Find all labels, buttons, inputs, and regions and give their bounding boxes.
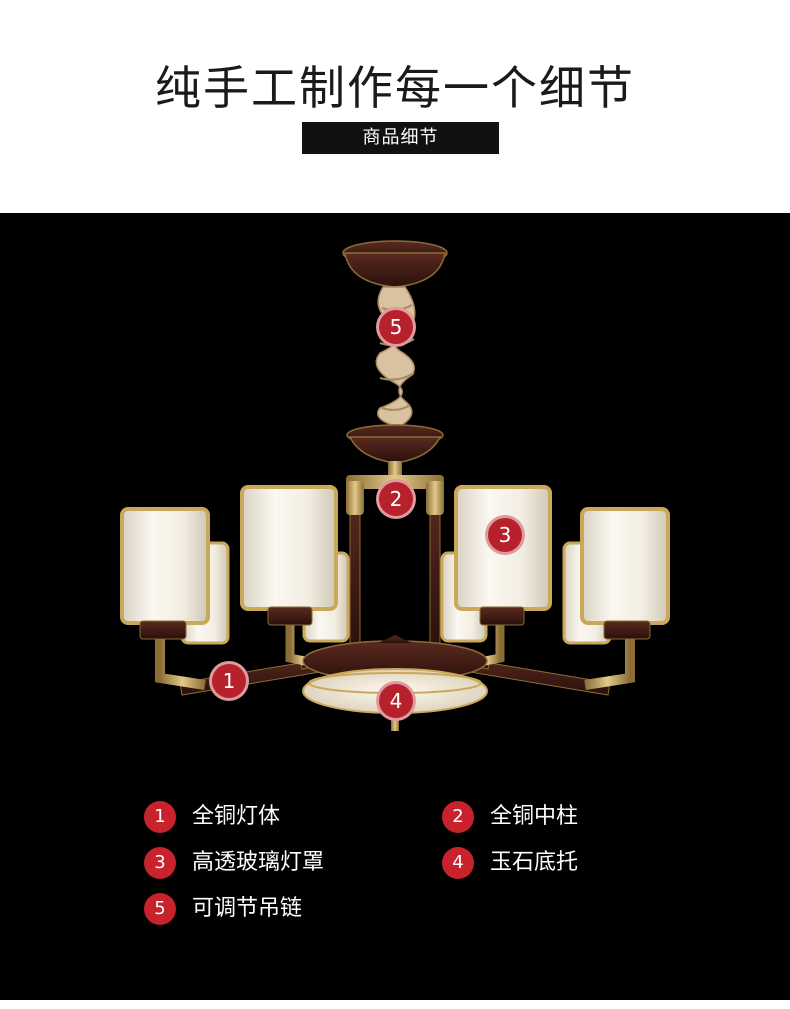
chandelier-illustration xyxy=(120,240,670,731)
legend-label: 高透玻璃灯罩 xyxy=(192,850,325,875)
legend-number: 4 xyxy=(442,847,474,879)
legend-item-1: 1 全铜灯体 xyxy=(144,801,344,833)
legend-number: 5 xyxy=(144,893,176,925)
legend-label: 全铜灯体 xyxy=(192,804,281,829)
detail-marker-2[interactable]: 2 xyxy=(376,479,416,519)
legend-number: 2 xyxy=(442,801,474,833)
legend-item-4: 4 玉石底托 xyxy=(442,847,642,879)
page-header: 纯手工制作每一个细节 商品细节 xyxy=(0,0,790,213)
detail-marker-4[interactable]: 4 xyxy=(376,681,416,721)
detail-marker-1[interactable]: 1 xyxy=(209,661,249,701)
legend-item-2: 2 全铜中柱 xyxy=(442,801,642,833)
detail-marker-5[interactable]: 5 xyxy=(376,307,416,347)
page-title: 纯手工制作每一个细节 xyxy=(155,61,635,115)
legend-label: 全铜中柱 xyxy=(490,804,579,829)
detail-marker-3[interactable]: 3 xyxy=(485,515,525,555)
jade-base xyxy=(302,635,488,731)
center-column xyxy=(346,424,444,650)
legend-label: 玉石底托 xyxy=(490,850,579,875)
section-badge: 商品细节 xyxy=(302,122,499,154)
bottom-strip xyxy=(0,1000,790,1009)
product-detail-stage: 5 2 3 1 4 1 全铜灯体 2 全铜中柱 3 高透玻璃灯罩 4 玉石底托 … xyxy=(0,213,790,1000)
legend-item-3: 3 高透玻璃灯罩 xyxy=(144,847,384,879)
legend-item-5: 5 可调节吊链 xyxy=(144,893,364,925)
legend-label: 可调节吊链 xyxy=(192,896,303,921)
ceiling-canopy xyxy=(342,240,448,288)
legend-number: 1 xyxy=(144,801,176,833)
legend-number: 3 xyxy=(144,847,176,879)
